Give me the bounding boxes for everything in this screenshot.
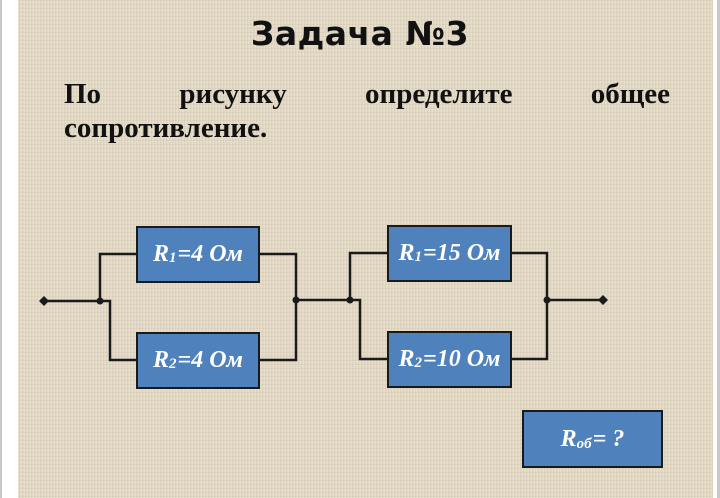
resistor-index: 2 [169,356,177,372]
junction-node [543,296,551,304]
junction-node [96,297,104,305]
wire-g2-top-left [348,251,390,302]
wire-g1-bottom-left [98,299,139,362]
task-word: общее [590,78,670,110]
junction-node [346,296,354,304]
wire-g2-bottom-right [509,298,549,361]
answer-symbol: R [560,425,577,452]
wire-g1-top-left [98,252,139,303]
resistor-symbol: R [153,241,170,267]
resistor-value: =4 Ом [177,347,243,373]
terminal-input [39,296,49,306]
resistor-index: 1 [169,250,177,266]
wire-g2-top-right [509,251,549,302]
resistor-symbol: R [398,240,415,266]
viewer-frame-right [717,0,720,498]
task-word: определите [365,78,513,110]
resistor-symbol: R [153,347,170,373]
answer-value: = ? [592,425,625,452]
wire-g2-bottom-left [348,298,390,361]
wire-g1-bottom-right [257,298,298,362]
task-text-line-2: сопротивление. [64,112,268,144]
task-word: рисунку [179,78,287,110]
wire-g1-top-right [257,252,298,302]
resistor-symbol: R [398,346,415,372]
slide-title: Задача №3 [250,14,470,53]
task-word: По [64,78,102,110]
resistor-index: 2 [414,355,423,371]
resistor-value: =4 Ом [177,241,243,267]
resistor-index: 1 [414,249,423,265]
terminal-output [598,295,608,305]
answer-index: об [576,435,592,452]
task-text-line-1: По рисунку определите общее [64,78,670,111]
resistor-value: =15 Ом [423,240,501,266]
viewer-frame-left [0,0,2,498]
resistor-value: =10 Ом [423,346,501,372]
junction-node [292,296,300,304]
